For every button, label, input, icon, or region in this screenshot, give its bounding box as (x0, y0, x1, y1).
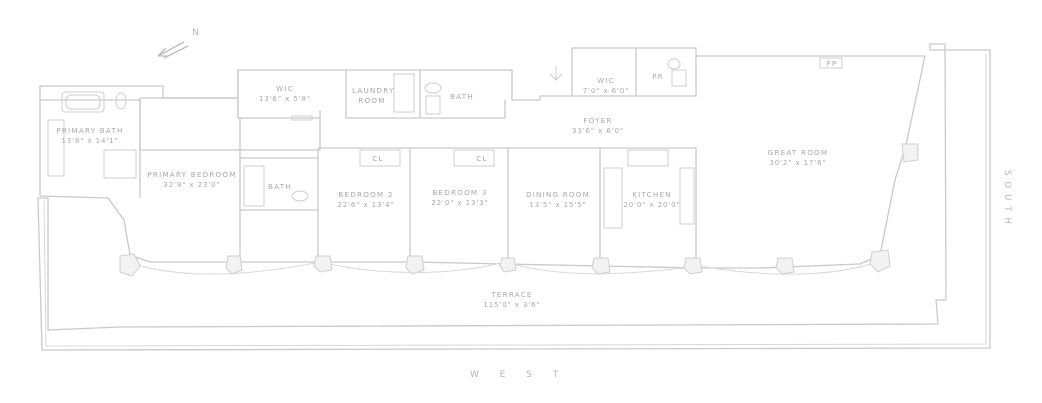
room-bedroom-2: BEDROOM 2 22'6" x 13'4" (337, 190, 394, 210)
room-name: LAUNDRY ROOM (352, 86, 395, 105)
room-dimension: 33'6" x 6'0" (572, 127, 624, 135)
terrace-outline (37, 43, 991, 351)
room-name: KITCHEN (632, 190, 672, 199)
room-name: FOYER (583, 116, 613, 125)
apartment-outline (39, 47, 926, 269)
room-dimension: 32'9" x 23'0" (163, 181, 221, 189)
south-label: SOUTH (1002, 170, 1012, 230)
closet-label: CL (372, 154, 384, 163)
room-name: GREAT ROOM (767, 148, 829, 157)
room-dimension: 13'8" x 14'1" (61, 137, 119, 145)
columns (119, 143, 919, 277)
room-name: WIC (276, 84, 294, 93)
room-name: BEDROOM 2 (338, 190, 394, 199)
north-compass: N (152, 26, 212, 62)
room-dimension: 7'0" x 6'0" (582, 87, 630, 95)
room-dimension: 22'6" x 13'4" (337, 201, 395, 209)
west-label: W E S T (470, 370, 568, 380)
north-arrow-icon (157, 41, 189, 59)
closet-label: CL (476, 154, 488, 163)
room-name: PR (652, 72, 664, 81)
room-name: BEDROOM 3 (432, 188, 488, 197)
room-name: DINING ROOM (525, 190, 591, 199)
room-dimension: 13'6" x 5'8" (259, 95, 311, 103)
room-pr: PR (652, 72, 664, 82)
room-dimension: 30'2" x 17'6" (769, 159, 827, 167)
room-great-room: GREAT ROOM 30'2" x 17'6" (768, 148, 829, 168)
room-name: BATH (450, 92, 474, 101)
north-label: N (192, 28, 199, 38)
room-bedroom-3: BEDROOM 3 22'0" x 13'3" (431, 188, 488, 208)
room-terrace: TERRACE 115'0" x 3'6" (483, 290, 540, 310)
room-name: BATH (268, 182, 292, 191)
room-bath-top: BATH (450, 92, 474, 102)
room-dimension: 20'0" x 20'0" (623, 201, 681, 209)
room-wic: WIC 13'6" x 5'8" (259, 84, 311, 104)
room-name: TERRACE (491, 290, 533, 299)
room-dining: DINING ROOM 13'5" x 15'5" (526, 190, 590, 210)
room-name: WIC (597, 76, 615, 85)
room-name: PRIMARY BEDROOM (147, 170, 237, 179)
fixtures (47, 57, 843, 229)
room-dimension: 22'0" x 13'3" (431, 199, 489, 207)
room-primary-bath: PRIMARY BATH 13'8" x 14'1" (56, 126, 123, 146)
room-dimension: 13'5" x 15'5" (529, 201, 587, 209)
room-laundry: LAUNDRY ROOM (352, 86, 395, 106)
room-wic-small: WIC 7'0" x 6'0" (583, 76, 630, 96)
room-name: PRIMARY BATH (56, 126, 124, 135)
room-primary-bedroom: PRIMARY BEDROOM 32'9" x 23'0" (147, 170, 236, 190)
fireplace-label: FP (826, 59, 838, 68)
room-kitchen: KITCHEN 20'0" x 20'0" (623, 190, 680, 210)
room-foyer: FOYER 33'6" x 6'0" (572, 116, 624, 136)
room-dimension: 115'0" x 3'6" (483, 301, 541, 309)
room-bath-mid: BATH (268, 182, 292, 192)
